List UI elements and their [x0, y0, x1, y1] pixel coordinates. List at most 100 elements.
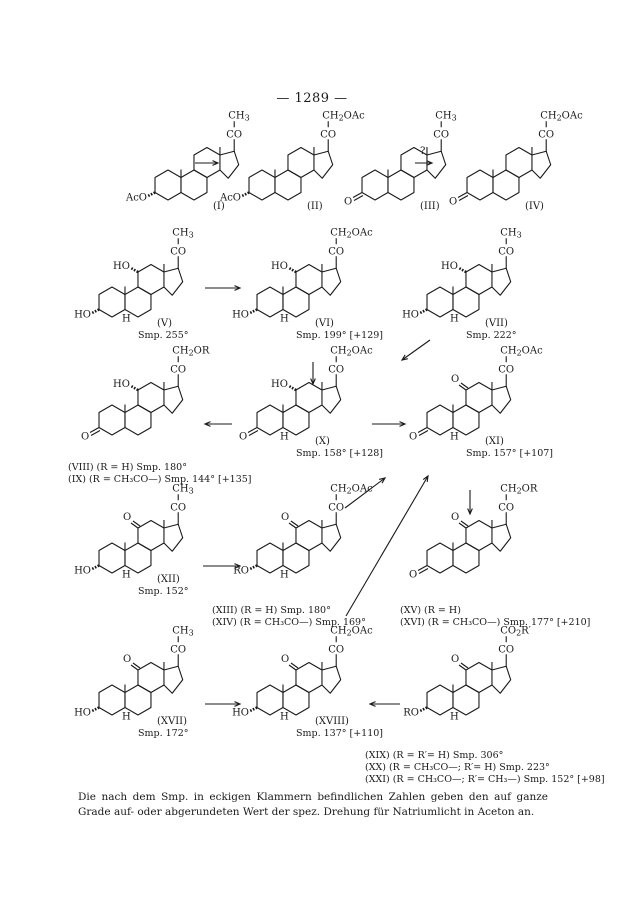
c11-keto-oxygen: O	[451, 512, 459, 523]
co-label: CO	[328, 502, 344, 513]
h-label: H	[280, 432, 289, 443]
arrow-xix-xviii	[368, 701, 400, 707]
co-label: CO	[170, 246, 186, 257]
variant-labels: (VIII) (R = H) Smp. 180°(IX) (R = CH₃CO—…	[68, 462, 605, 785]
melting-point: Smp. 152°	[138, 586, 189, 597]
variant-xxi: (XXI) (R = CH₃CO—; R′= CH₃—) Smp. 152° […	[365, 774, 605, 785]
h-label: H	[450, 432, 459, 443]
c11-keto-oxygen: O	[281, 512, 289, 523]
c11-keto-oxygen: O	[123, 512, 131, 523]
variant-xiii: (XIII) (R = H) Smp. 180°	[212, 605, 331, 616]
compound-number: (XII)	[157, 574, 180, 585]
variant-xv: (XV) (R = H)	[400, 605, 461, 616]
compound-number: (XI)	[485, 436, 504, 447]
arrow-iii-iv	[415, 160, 434, 166]
co-label: CO	[328, 644, 344, 655]
co-label: CO	[538, 129, 554, 140]
compound-number: (I)	[213, 201, 225, 212]
melting-point: Smp. 222°	[466, 330, 517, 341]
c3-substituent: HO	[402, 310, 419, 321]
keto-oxygen: O	[449, 197, 457, 208]
melting-point: Smp. 158° [+128]	[296, 448, 383, 459]
c3-substituent: AcO	[125, 193, 147, 204]
melting-point: Smp. 199° [+129]	[296, 330, 383, 341]
side-chain-label: CH3	[172, 227, 193, 239]
side-chain-label: CH3	[172, 483, 193, 495]
compound-number: (XVII)	[157, 716, 187, 727]
co-label: CO	[498, 246, 514, 257]
side-chain-label: CH2OAc	[330, 483, 373, 495]
c3-substituent: HO	[74, 708, 91, 719]
melting-point: Smp. 157° [+107]	[466, 448, 553, 459]
h-label: H	[122, 314, 131, 325]
h-label: H	[122, 570, 131, 581]
co-label: CO	[328, 246, 344, 257]
variant-xix: (XIX) (R = R′= H) Smp. 306°	[365, 750, 503, 761]
co-label: CO	[170, 364, 186, 375]
keto-oxygen: O	[239, 432, 247, 443]
arrow-xiii-xi	[344, 477, 387, 509]
melting-point: Smp. 255°	[138, 330, 189, 341]
c3-substituent: HO	[74, 310, 91, 321]
keto-oxygen: O	[409, 432, 417, 443]
co-label: CO	[170, 644, 186, 655]
side-chain-label: CH2OAc	[330, 345, 373, 357]
compound-number: (VII)	[485, 318, 508, 329]
h-label: H	[280, 570, 289, 581]
h-label: H	[450, 314, 459, 325]
c11-keto-oxygen: O	[451, 374, 459, 385]
c11-keto-oxygen: O	[123, 654, 131, 665]
c3-substituent: HO	[232, 310, 249, 321]
c3-substituent: RO	[233, 566, 249, 577]
h-label: H	[280, 712, 289, 723]
c3-substituent: HO	[232, 708, 249, 719]
co-label: CO	[328, 364, 344, 375]
h-label: H	[450, 712, 459, 723]
side-chain-label: CH2OAc	[330, 625, 373, 637]
caption: Die nach dem Smp. in eckigen Klammern be…	[78, 791, 548, 818]
variant-viii: (VIII) (R = H) Smp. 180°	[68, 462, 187, 473]
side-chain-label: CO2R′	[500, 625, 531, 637]
variant-xiv: (XIV) (R = CH₃CO—) Smp. 169°	[212, 617, 366, 628]
side-chain-label: CH3	[228, 110, 249, 122]
keto-oxygen: O	[344, 197, 352, 208]
arrow-xvii-xviii	[205, 701, 242, 707]
co-label: CO	[498, 364, 514, 375]
c11-keto-oxygen: O	[451, 654, 459, 665]
arrow-xii-xiii	[203, 563, 242, 569]
side-chain-label: CH2OAc	[540, 110, 583, 122]
co-label: CO	[320, 129, 336, 140]
c11-hydroxyl: HO	[113, 379, 130, 390]
compound-number: (V)	[157, 318, 172, 329]
side-chain-label: CH2OAc	[500, 345, 543, 357]
co-label: CO	[498, 502, 514, 513]
variant-ix: (IX) (R = CH₃CO—) Smp. 144° [+135]	[68, 474, 252, 485]
arrow-vi-x	[310, 362, 316, 386]
arrow-xi-xv	[467, 490, 473, 516]
compound-number: (II)	[307, 201, 323, 212]
keto-oxygen: O	[409, 570, 417, 581]
page-number: — 1289 —	[276, 91, 348, 106]
side-chain-label: CH3	[500, 227, 521, 239]
arrow-x-xi	[372, 421, 407, 427]
arrow-x-viii	[203, 421, 232, 427]
co-label: CO	[226, 129, 242, 140]
c11-hydroxyl: HO	[441, 261, 458, 272]
c11-hydroxyl: HO	[271, 379, 288, 390]
variant-xx: (XX) (R = CH₃CO—; R′= H) Smp. 223°	[365, 762, 550, 773]
co-label: CO	[170, 502, 186, 513]
c11-hydroxyl: HO	[271, 261, 288, 272]
side-chain-label: CH2OAc	[322, 110, 365, 122]
arrow-v-vi	[205, 285, 242, 291]
compound-number: (XVIII)	[315, 716, 349, 727]
